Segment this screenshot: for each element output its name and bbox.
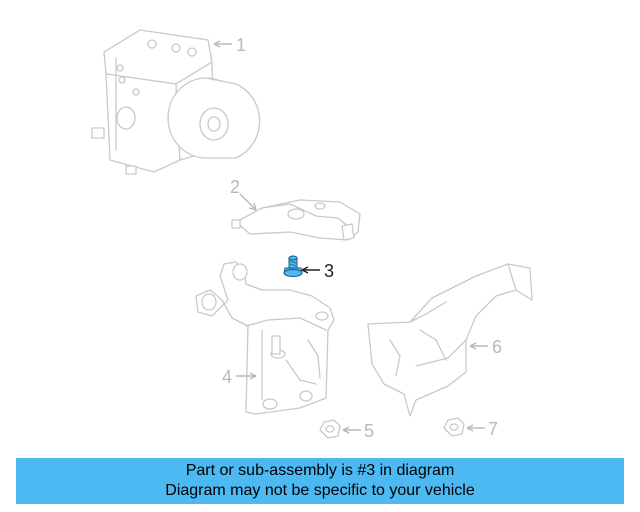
parts-diagram: 1 2 3 4 5 6 7 <box>91 29 533 441</box>
info-banner: Part or sub-assembly is #3 in diagram Di… <box>16 458 624 504</box>
callout-3: 3 <box>324 261 334 281</box>
callout-5: 5 <box>364 421 374 441</box>
part-2-bracket <box>231 199 361 241</box>
callout-1: 1 <box>236 35 246 55</box>
banner-line-part-number: Part or sub-assembly is #3 in diagram <box>185 462 455 479</box>
banner-line-disclaimer: Diagram may not be specific to your vehi… <box>165 482 475 499</box>
part-4-mount-bracket <box>195 261 335 415</box>
part-3-bolt <box>283 255 303 277</box>
callout-4: 4 <box>222 367 232 387</box>
callout-6: 6 <box>492 337 502 357</box>
callout-leaders <box>213 40 488 434</box>
callout-2: 2 <box>230 177 240 197</box>
callout-7: 7 <box>488 419 498 439</box>
part-5-nut <box>319 419 341 439</box>
part-1-abs-modulator <box>91 29 261 175</box>
part-6-duct <box>367 263 533 417</box>
part-7-nut <box>443 417 465 437</box>
